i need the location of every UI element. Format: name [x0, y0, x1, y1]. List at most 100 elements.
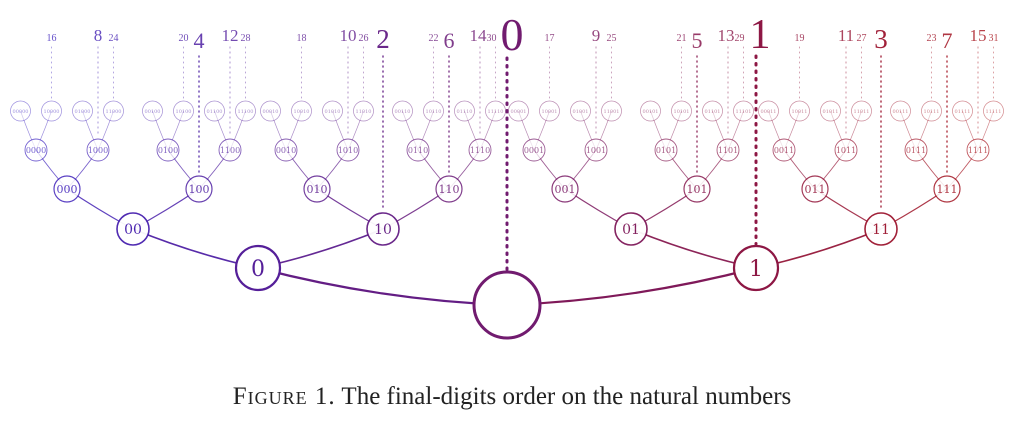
tree-node: 0	[234, 244, 282, 292]
number-label: 30	[487, 33, 497, 44]
node-circle	[654, 138, 678, 162]
node-circle	[983, 100, 1004, 122]
tree-node: 1001	[584, 138, 608, 162]
node-label: 10000	[44, 109, 60, 115]
node-circle	[218, 138, 242, 162]
node-label: 01011	[823, 109, 839, 115]
node-label: 011	[805, 183, 826, 196]
number-label: 28	[241, 33, 251, 44]
node-label: 101	[687, 183, 708, 196]
root-node	[472, 270, 542, 340]
tree-node: 11001	[601, 100, 622, 122]
node-label: 1101	[718, 146, 738, 155]
number-label: 25	[607, 33, 617, 44]
node-circle	[772, 138, 796, 162]
node-label: 11010	[356, 109, 372, 115]
node-circle	[24, 138, 48, 162]
tree-node: 10011	[789, 100, 810, 122]
node-label: 10100	[176, 109, 192, 115]
tree-node: 10100	[173, 100, 194, 122]
node-label: 100	[189, 183, 210, 196]
node-circle	[260, 100, 281, 122]
node-label: 10101	[674, 109, 690, 115]
node-circle	[834, 138, 858, 162]
node-circle	[789, 100, 810, 122]
node-label: 001	[555, 183, 576, 196]
node-circle	[801, 175, 829, 203]
number-label: 11	[838, 26, 854, 45]
node-circle	[423, 100, 444, 122]
node-label: 0100	[158, 146, 178, 155]
node-circle	[640, 100, 661, 122]
tree-node: 0100	[156, 138, 180, 162]
tree-node: 10	[366, 212, 400, 246]
node-circle	[116, 212, 150, 246]
tree-node: 00110	[392, 100, 413, 122]
tree-node: 00100	[142, 100, 163, 122]
node-circle	[173, 100, 194, 122]
node-circle	[366, 212, 400, 246]
node-circle	[966, 138, 990, 162]
node-label: 1100	[220, 146, 240, 155]
node-label: 00101	[643, 109, 659, 115]
node-label: 10001	[542, 109, 558, 115]
number-label: 8	[94, 26, 103, 45]
node-circle	[435, 175, 463, 203]
node-label: 0110	[408, 146, 428, 155]
node-label: 01101	[705, 109, 721, 115]
tree-node: 11101	[733, 100, 754, 122]
node-circle	[716, 138, 740, 162]
number-label: 29	[735, 33, 745, 44]
tree-node: 10111	[921, 100, 942, 122]
tree-node: 11100	[235, 100, 256, 122]
tree-node: 11000	[103, 100, 124, 122]
node-circle	[570, 100, 591, 122]
node-label: 11101	[736, 109, 752, 115]
number-label: 20	[179, 33, 189, 44]
tree-node: 1100	[218, 138, 242, 162]
node-circle	[732, 244, 780, 292]
node-circle	[156, 138, 180, 162]
node-label: 01001	[573, 109, 589, 115]
node-label: 11001	[604, 109, 620, 115]
caption-text: The final-digits order on the natural nu…	[341, 383, 792, 410]
node-circle	[353, 100, 374, 122]
tree-node: 01	[614, 212, 648, 246]
node-circle	[758, 100, 779, 122]
node-label: 10011	[792, 109, 808, 115]
node-circle	[406, 138, 430, 162]
node-label: 11110	[488, 109, 504, 115]
node-circle	[472, 270, 542, 340]
tree-node: 111	[933, 175, 961, 203]
node-label: 01000	[75, 109, 91, 115]
node-circle	[952, 100, 973, 122]
number-label: 15	[970, 26, 987, 45]
tree-node: 100	[185, 175, 213, 203]
tree-node: 010	[303, 175, 331, 203]
tree-node: 01110	[454, 100, 475, 122]
number-label: 5	[692, 28, 703, 53]
node-label: 01010	[325, 109, 341, 115]
tree-node: 0010	[274, 138, 298, 162]
tree-node: 1101	[716, 138, 740, 162]
node-circle	[103, 100, 124, 122]
node-label: 11000	[106, 109, 122, 115]
node-label: 0111	[906, 146, 926, 155]
tree-node: 101	[683, 175, 711, 203]
number-label: 22	[429, 33, 439, 44]
node-label: 0101	[656, 146, 676, 155]
tree-node: 0011	[772, 138, 796, 162]
number-label: 23	[927, 33, 937, 44]
tree-node: 0110	[406, 138, 430, 162]
node-label: 1110	[470, 146, 490, 155]
node-label: 11	[872, 222, 890, 238]
tree-node: 1010	[336, 138, 360, 162]
tree-node: 10110	[423, 100, 444, 122]
tree-node: 11111	[983, 100, 1004, 122]
node-circle	[584, 138, 608, 162]
node-circle	[864, 212, 898, 246]
number-label: 9	[592, 26, 601, 45]
node-label: 111	[937, 183, 958, 196]
